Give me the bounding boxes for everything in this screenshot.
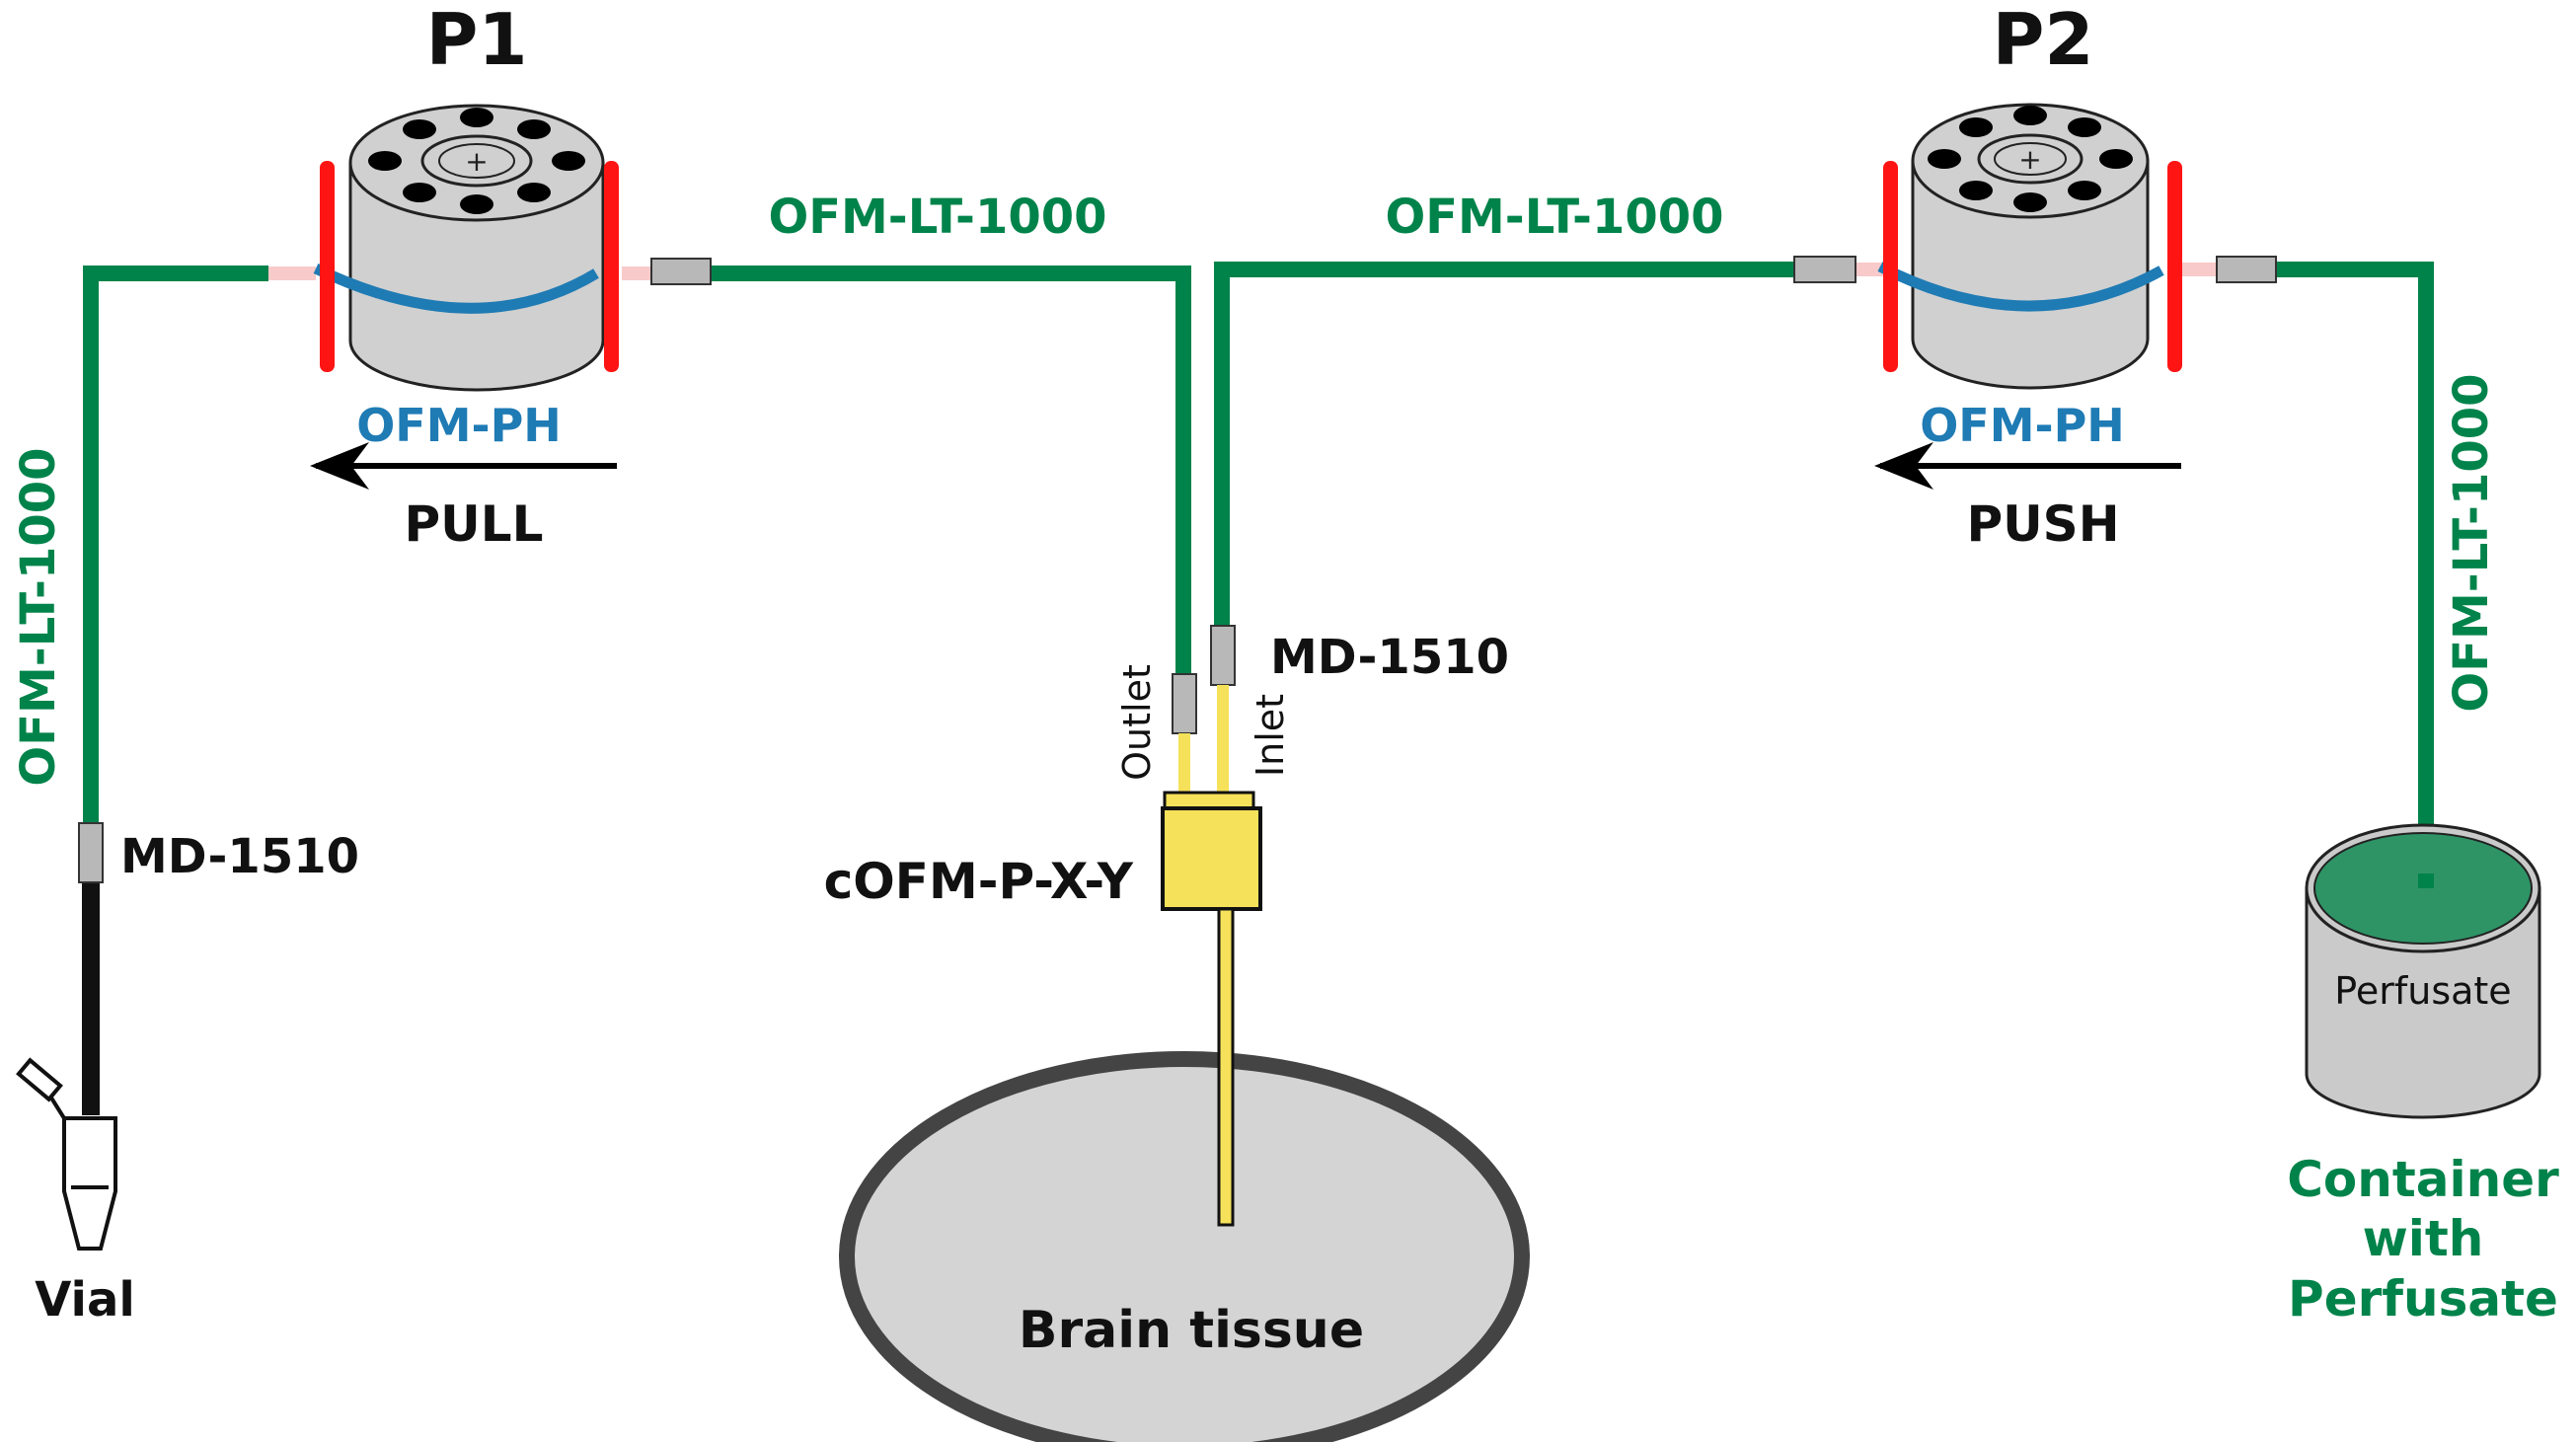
tube-connectors — [78, 256, 2277, 883]
tube-label-top-right: OFM-LT-1000 — [1385, 190, 1723, 245]
pump-p2-direction: PUSH — [1966, 495, 2119, 553]
pump-p1-head-label: OFM-PH — [356, 399, 562, 452]
connector-p1-out — [650, 258, 712, 285]
brain-tissue — [839, 1051, 1530, 1442]
probe-inlet-label: Inlet — [1249, 694, 1292, 777]
pump-p1: P1 + OFM-PH PULL — [310, 0, 619, 553]
probe-icon — [1161, 685, 1262, 1227]
peristaltic-pump-icon: + — [1877, 103, 2182, 390]
vial-label: Vial — [35, 1272, 135, 1328]
probe-name: cOFM-P-X-Y — [824, 853, 1134, 910]
connector-label-center: MD-1510 — [1270, 630, 1509, 685]
connector-inlet — [1210, 625, 1236, 686]
pump-p2-title: P2 — [1993, 0, 2094, 81]
tube-stubs — [268, 263, 2219, 280]
pump-p1-direction: PULL — [405, 495, 544, 553]
connector-left-md — [78, 822, 104, 883]
tubing — [83, 262, 2434, 888]
vial-icon — [16, 1057, 117, 1251]
probe-outlet-label: Outlet — [1115, 664, 1159, 781]
connector-p2-in — [1793, 256, 1856, 283]
container-inner-label: Perfusate — [2334, 969, 2511, 1013]
connector-p2-out — [2216, 256, 2277, 283]
tube-top-right — [1214, 262, 1794, 637]
pump-p2: P2 + OFM-PH PUSH — [1874, 0, 2182, 553]
peristaltic-pump-icon: + — [313, 104, 619, 392]
tube-label-right-vertical: OFM-LT-1000 — [2444, 373, 2499, 712]
tube-label-left-vertical: OFM-LT-1000 — [11, 447, 66, 786]
container-caption-line2: with — [2363, 1210, 2484, 1267]
container-caption-line1: Container — [2287, 1151, 2559, 1208]
connector-outlet — [1172, 673, 1197, 734]
container-caption-line3: Perfusate — [2288, 1270, 2558, 1328]
tube-label-top-left: OFM-LT-1000 — [768, 190, 1106, 245]
tube-right — [2274, 262, 2434, 888]
brain-tissue-label: Brain tissue — [1019, 1301, 1364, 1360]
tube-top-left — [709, 266, 1191, 674]
connector-label-left: MD-1510 — [120, 829, 359, 884]
svg-text:+: + — [2018, 143, 2041, 176]
pump-p2-head-label: OFM-PH — [1920, 399, 2125, 452]
tube-left — [83, 266, 268, 824]
svg-text:+: + — [465, 145, 488, 178]
pump-p1-title: P1 — [426, 0, 528, 81]
